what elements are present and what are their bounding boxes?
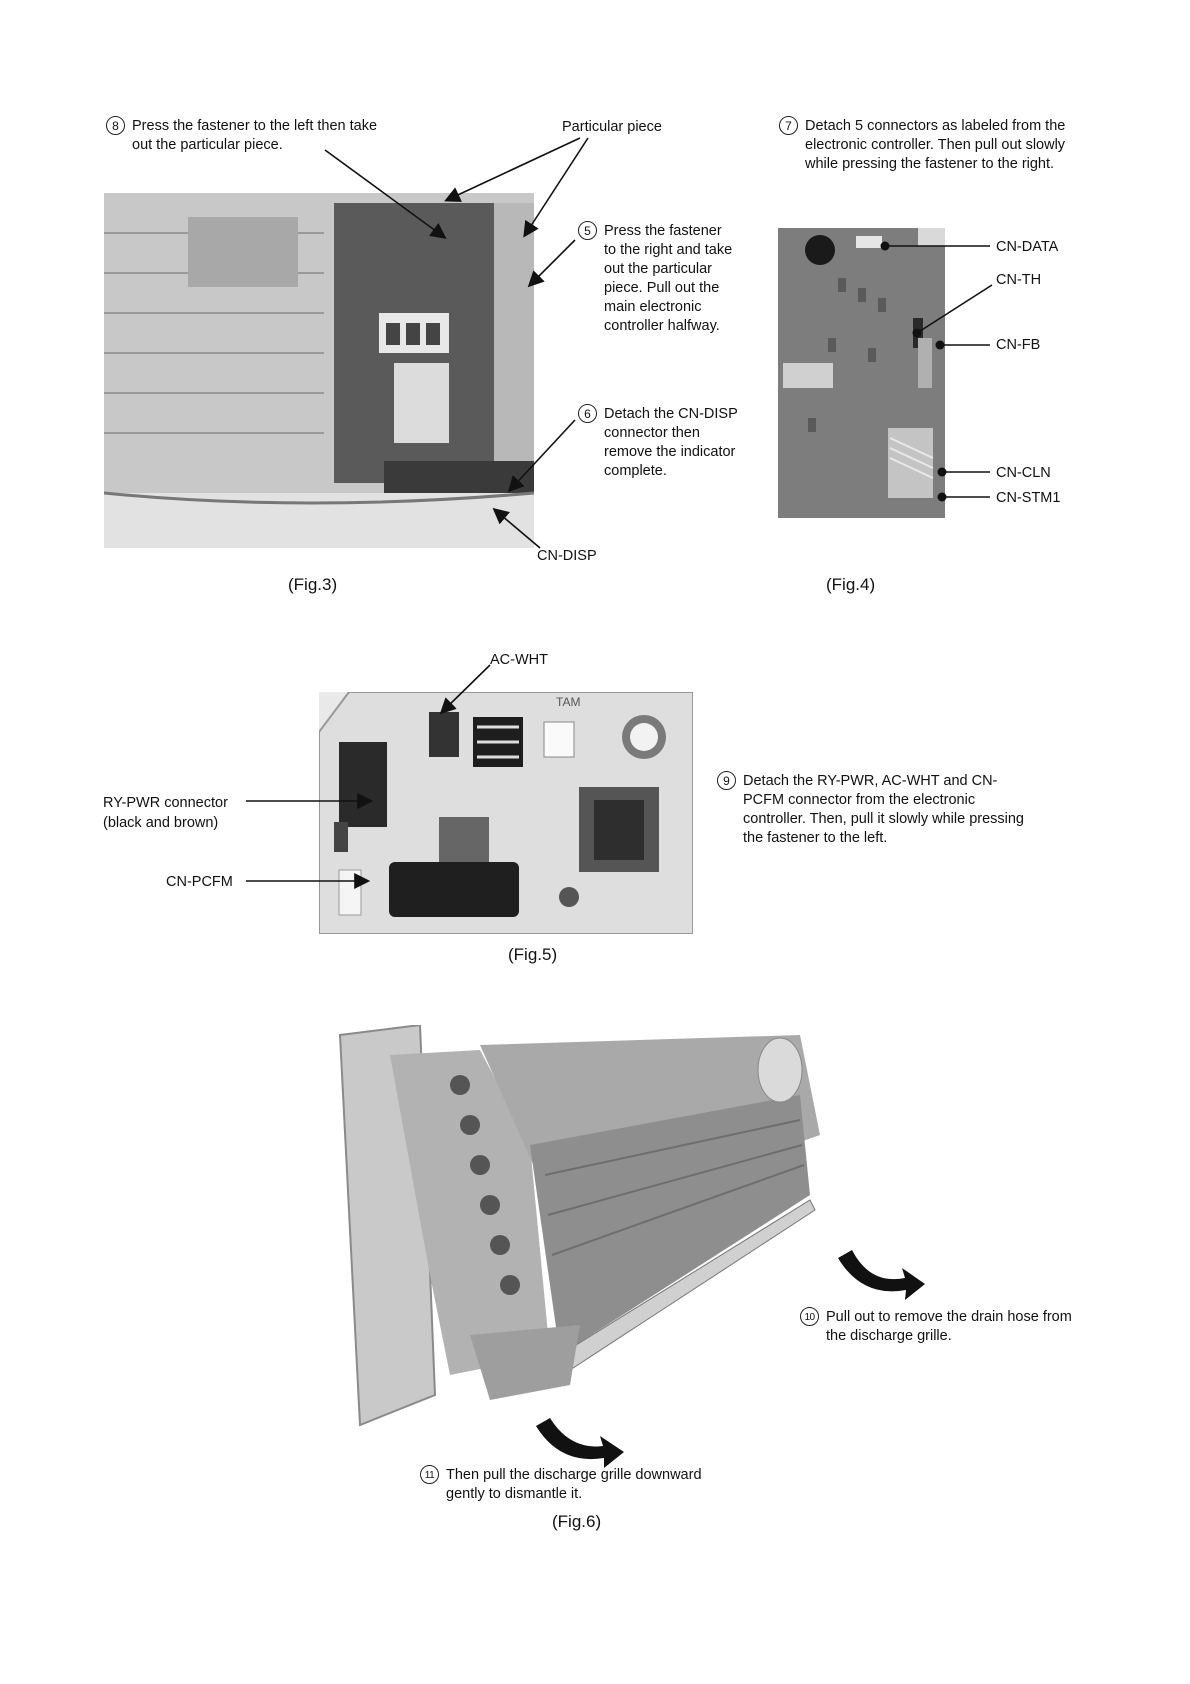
fig3-photo (104, 193, 534, 548)
cn-data-label: CN-DATA (996, 239, 1059, 255)
cn-pcfm-label: CN-PCFM (166, 874, 233, 890)
board-print-text: TAM (556, 695, 580, 709)
fig4-caption: (Fig.4) (826, 575, 876, 594)
cn-disp-label: CN-DISP (537, 548, 597, 564)
ry-pwr-sublabel: (black and brown) (103, 815, 219, 831)
step11-number: 11 (420, 1465, 439, 1484)
particular-piece-label: Particular piece (562, 119, 662, 135)
step7-number: 7 (779, 116, 798, 135)
fig5-pcb-photo: TAM (319, 692, 693, 934)
ry-pwr-label: RY-PWR connector (103, 795, 228, 811)
fig6-unit-photo (330, 1025, 820, 1445)
fig5-arrows (246, 664, 491, 889)
ac-wht-label: AC-WHT (490, 652, 548, 668)
cn-cln-label: CN-CLN (996, 465, 1051, 481)
cn-fb-label: CN-FB (996, 337, 1041, 353)
step9-text: Detach the RY-PWR, AC-WHT and CN-PCFM co… (743, 773, 1025, 846)
step5-text: Press the fastener to the right and take… (604, 223, 733, 334)
step11-text: Then pull the discharge grille downward … (446, 1467, 702, 1502)
cn-th-label: CN-TH (996, 272, 1042, 288)
step7-instruction: 7 Detach 5 connectors as labeled from th… (779, 116, 1079, 174)
fig6-caption: (Fig.6) (552, 1512, 602, 1531)
cn-stm1-label: CN-STM1 (996, 490, 1061, 506)
fig4-leader-lines (880, 241, 993, 502)
step7-text: Detach 5 connectors as labeled from the … (805, 118, 1066, 172)
fig5-caption: (Fig.5) (508, 945, 558, 964)
step9-instruction: 9 Detach the RY-PWR, AC-WHT and CN-PCFM … (717, 771, 1047, 848)
step6-text: Detach the CN-DISP connector then remove… (604, 406, 738, 479)
fig3-caption: (Fig.3) (288, 575, 338, 594)
arrow-right-icon (838, 1250, 925, 1300)
step5-instruction: 5 Press the fastener to the right and ta… (578, 221, 738, 336)
step8-instruction: 8 Press the fastener to the left then ta… (106, 116, 406, 155)
step8-text: Press the fastener to the left then take… (132, 118, 378, 153)
step10-instruction: 10 Pull out to remove the drain hose fro… (800, 1307, 1100, 1346)
arrow-down-right-icon (536, 1418, 624, 1468)
step9-number: 9 (717, 771, 736, 790)
step10-number: 10 (800, 1307, 819, 1326)
fig3-arrows (324, 137, 589, 549)
step6-number: 6 (578, 404, 597, 423)
fig4-pcb-photo (778, 228, 945, 518)
step10-text: Pull out to remove the drain hose from t… (826, 1309, 1072, 1344)
step5-number: 5 (578, 221, 597, 240)
step11-instruction: 11 Then pull the discharge grille downwa… (420, 1465, 750, 1504)
step6-instruction: 6 Detach the CN-DISP connector then remo… (578, 404, 748, 481)
step8-number: 8 (106, 116, 125, 135)
